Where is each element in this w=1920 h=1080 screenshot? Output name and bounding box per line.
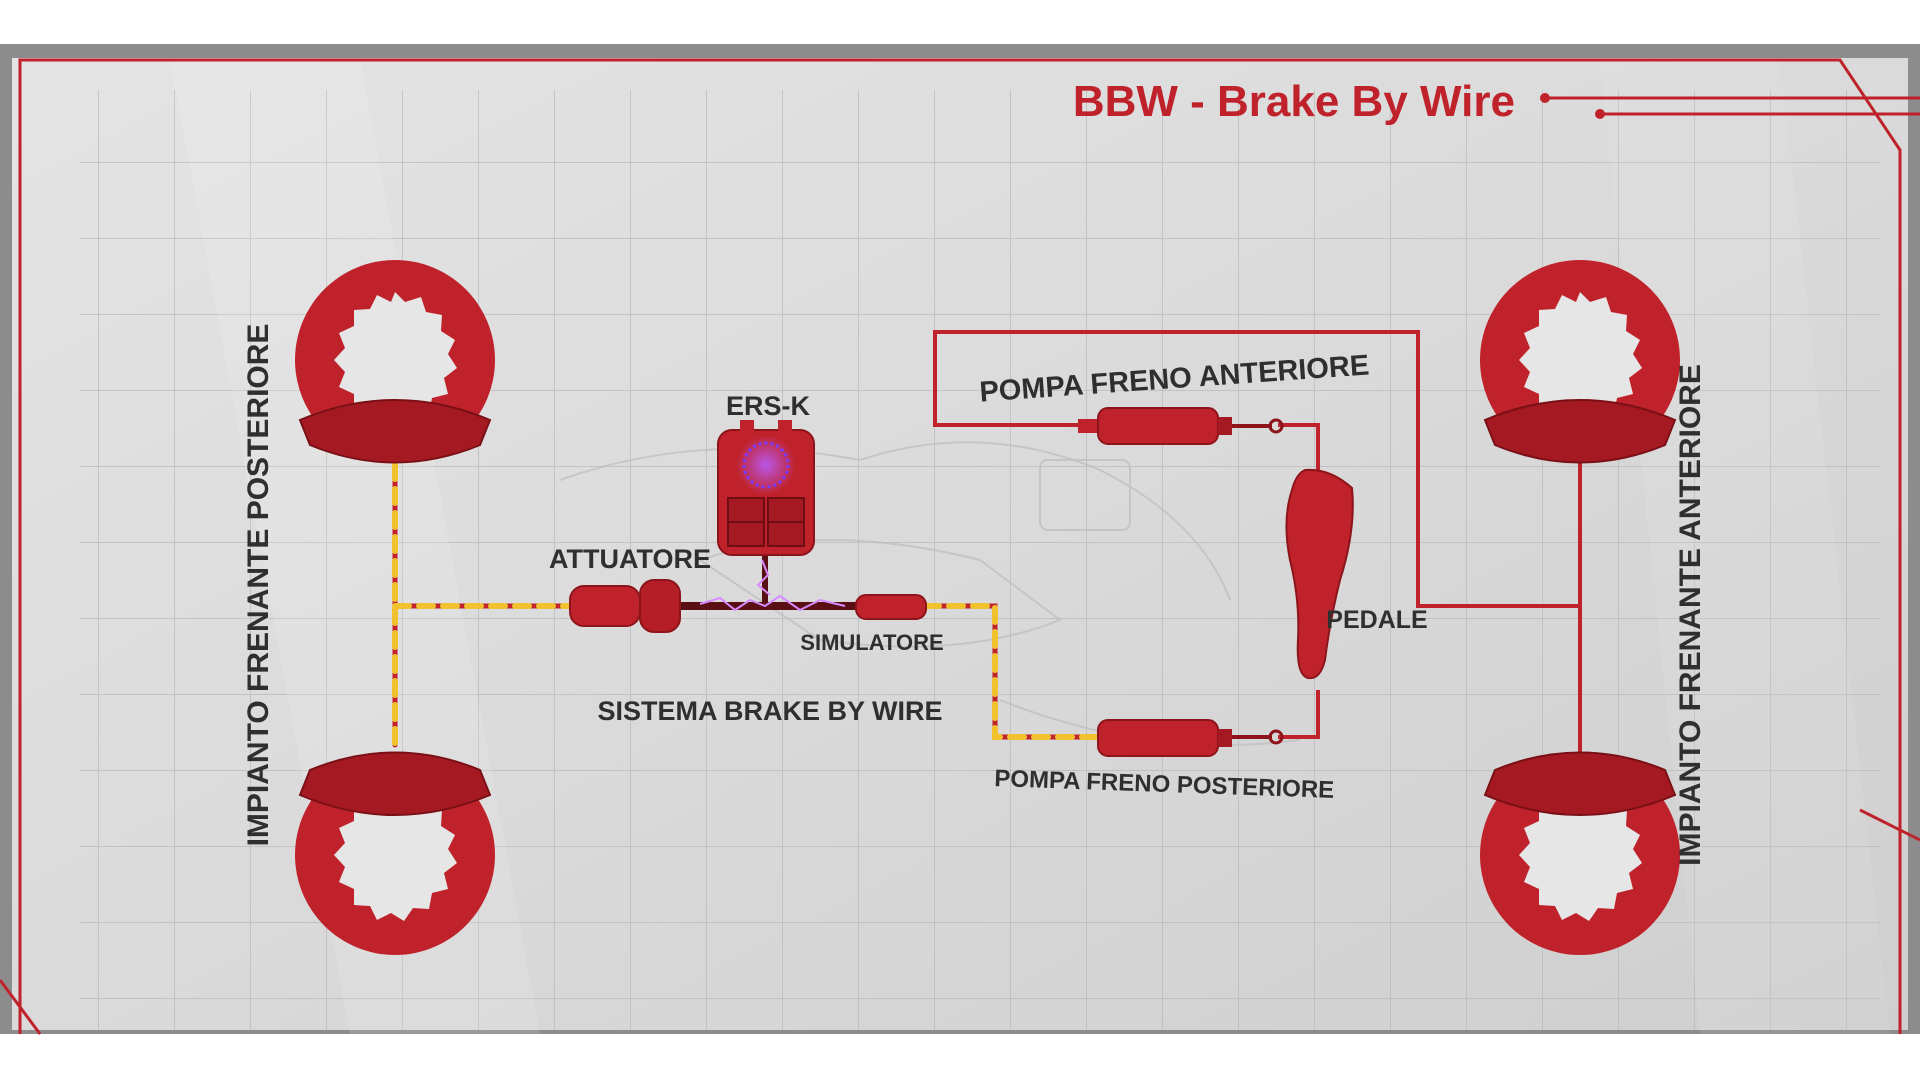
- brake-disc-icon: [1519, 292, 1642, 426]
- label-ers-k: ERS-K: [726, 391, 811, 421]
- front-hydraulic-lines: [933, 330, 1582, 775]
- title-dot-1: [1540, 93, 1550, 103]
- rear-signal-lines: [392, 462, 1103, 748]
- title-dot-2: [1595, 109, 1605, 119]
- label-pedal: PEDALE: [1326, 606, 1427, 634]
- ers-k-unit-icon: [717, 420, 815, 556]
- front-brake-pump: [1078, 407, 1284, 445]
- brake-pedal-icon: [1285, 468, 1354, 680]
- brake-caliper-icon: [1483, 399, 1677, 464]
- label-simulator: SIMULATORE: [800, 630, 943, 655]
- actuator-component: [569, 579, 681, 633]
- label-bbw-system: SISTEMA BRAKE BY WIRE: [597, 696, 942, 726]
- label-front-system: IMPIANTO FRENANTE ANTERIORE: [1674, 364, 1707, 866]
- label-rear-system: IMPIANTO FRENANTE POSTERIORE: [242, 324, 275, 847]
- label-actuator: ATTUATORE: [549, 544, 711, 574]
- brake-caliper-icon: [298, 399, 492, 464]
- brake-caliper-icon: [298, 751, 492, 816]
- brake-disc-icon: [334, 292, 457, 426]
- page-title: BBW - Brake By Wire: [1073, 77, 1515, 126]
- front-bottom-brake-disc: [1480, 751, 1680, 955]
- rear-top-brake-disc: [295, 260, 495, 464]
- front-top-brake-disc: [1480, 260, 1680, 464]
- brake-disc-icon: [334, 787, 457, 921]
- rear-bottom-brake-disc: [295, 751, 495, 955]
- brake-caliper-icon: [1483, 751, 1677, 816]
- simulator-component: [855, 594, 927, 620]
- frame-lines: [0, 58, 1920, 1035]
- actuator-simulator-link: [680, 555, 860, 612]
- rear-brake-pump: [1097, 719, 1284, 757]
- brake-disc-icon: [1519, 787, 1642, 921]
